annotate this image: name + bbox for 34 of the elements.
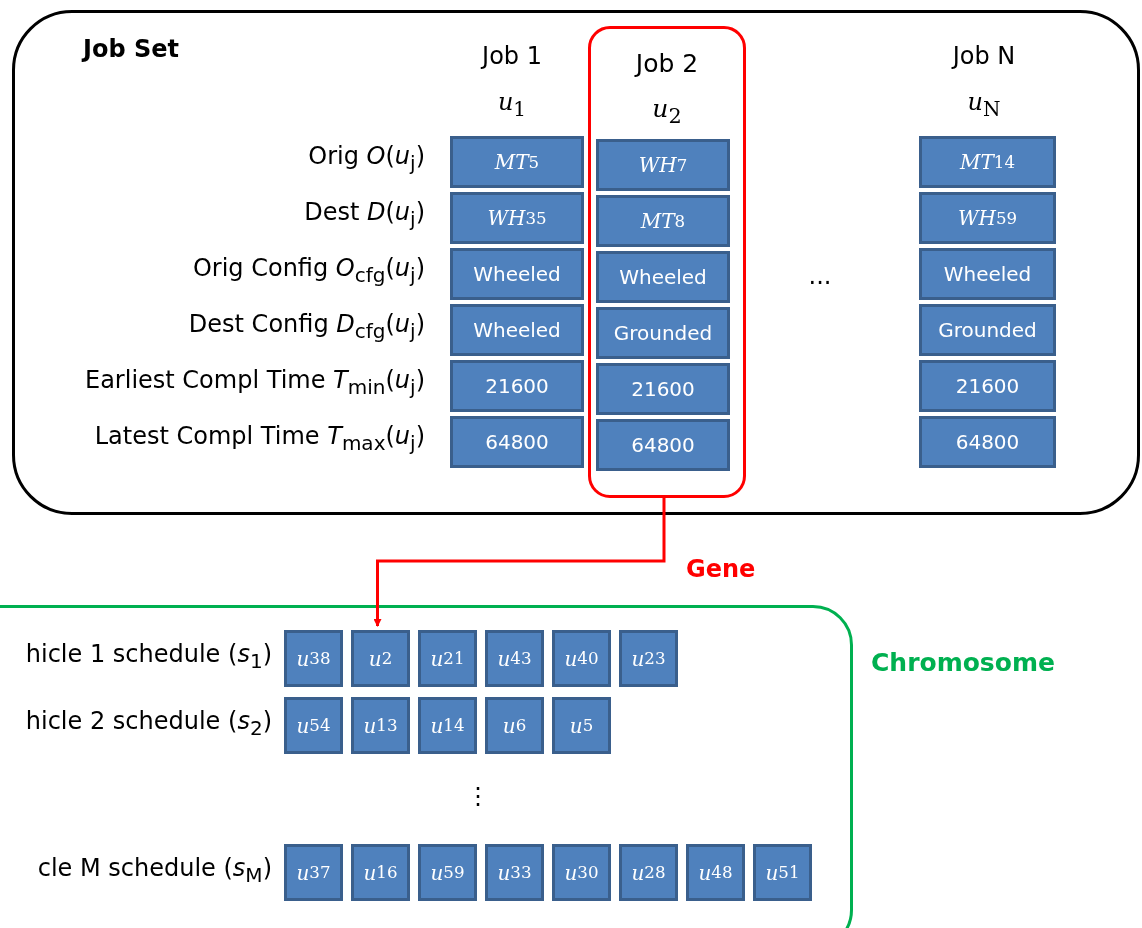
ellipsis: ...	[808, 262, 832, 290]
value-cell: 64800	[919, 416, 1056, 468]
row-label: hicle 1 schedule (s$_{1}$)	[25, 640, 272, 673]
value-cell: Wheeled	[450, 304, 584, 356]
value-cell: Wheeled	[919, 248, 1056, 300]
value-cell: 21600	[450, 360, 584, 412]
row-label: Orig O(u$_{j}$)	[308, 142, 425, 175]
arrow	[373, 495, 666, 627]
row-label: hicle 2 schedule (s$_{2}$)	[25, 707, 272, 740]
value-cell: 21600	[919, 360, 1056, 412]
group-frame	[588, 26, 746, 498]
row-label: Earliest Compl Time T$_{min}$(u$_{j}$)	[84, 366, 425, 399]
column-heading: Job 1	[482, 42, 542, 70]
value-cell: Grounded	[919, 304, 1056, 356]
column-heading: Job 2	[633, 49, 700, 78]
value-cell: Wheeled	[450, 248, 584, 300]
value-cell: 64800	[596, 419, 730, 471]
row-label: Dest Config D$_{cfg}$(u$_{j}$)	[188, 310, 425, 343]
value-cell: 21600	[596, 363, 730, 415]
value-cell: Wheeled	[596, 251, 730, 303]
column-heading: u$_{2}$	[651, 94, 683, 128]
job-symbol: u$_{1}$	[497, 88, 527, 121]
group-title: Chromosome	[871, 648, 1055, 677]
row-label: Orig Config O$_{cfg}$(u$_{j}$)	[192, 254, 425, 287]
job-symbol: u$_{N}$	[967, 88, 1001, 121]
row-label: Dest D(u$_{j}$)	[304, 198, 425, 231]
ellipsis: ⋮	[466, 782, 490, 810]
row-label: cle M schedule (s$_{M}$)	[37, 854, 272, 887]
group-frame	[12, 10, 1140, 515]
column-heading: Job N	[952, 42, 1016, 70]
value-cell: Grounded	[596, 307, 730, 359]
value-cell: 64800	[450, 416, 584, 468]
group-title: Job Set	[83, 35, 179, 63]
row-label: Latest Compl Time T$_{max}$(u$_{j}$)	[94, 422, 425, 455]
